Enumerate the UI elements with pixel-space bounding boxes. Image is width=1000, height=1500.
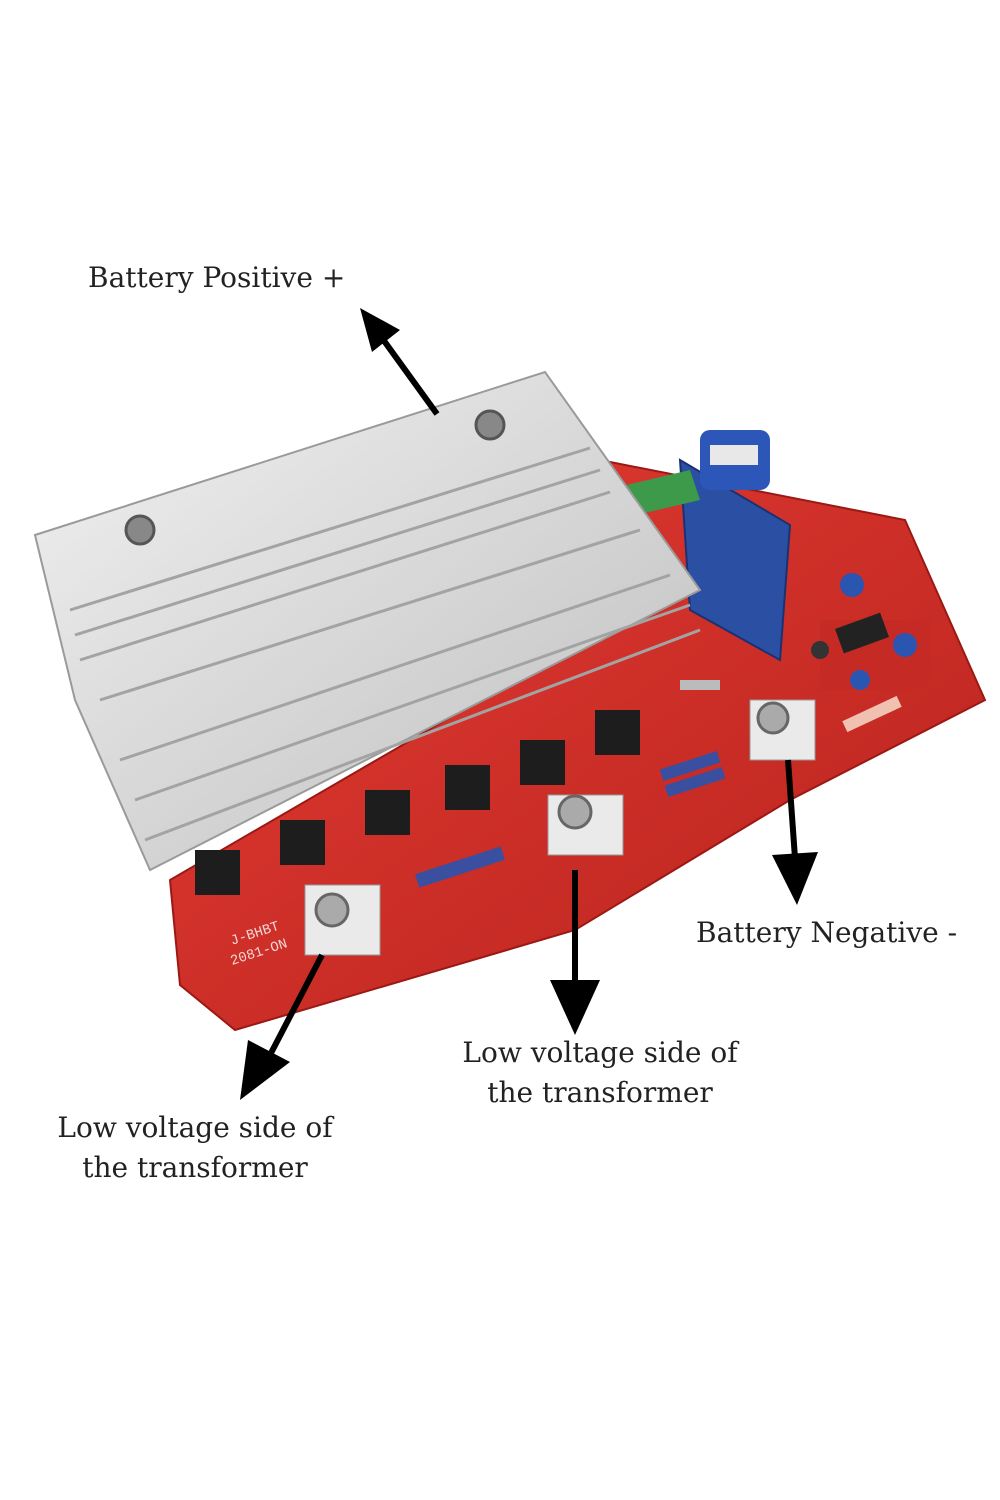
label-low-voltage-left-line2: the transformer xyxy=(82,1151,308,1184)
mosfet-row xyxy=(195,710,640,895)
arrow-battery-positive xyxy=(360,308,440,416)
arrow-low-voltage-center xyxy=(550,870,600,1035)
aluminum-heatsink xyxy=(33,370,702,872)
label-low-voltage-center: Low voltage side of the transformer xyxy=(440,1033,760,1113)
control-circuit xyxy=(811,573,930,733)
heatsink-fins xyxy=(69,446,701,842)
heatsink-screw-left xyxy=(124,514,156,546)
label-battery-positive: Battery Positive + xyxy=(88,261,346,294)
label-battery-negative: Battery Negative - xyxy=(696,916,958,949)
label-low-voltage-left-line1: Low voltage side of xyxy=(57,1111,333,1144)
label-low-voltage-left: Low voltage side of the transformer xyxy=(30,1108,360,1188)
terminal-right xyxy=(749,699,816,761)
blue-driver-module xyxy=(678,458,792,662)
heatsink-screw-right xyxy=(474,409,506,441)
terminal-center xyxy=(547,794,624,856)
resistor-bank xyxy=(415,680,726,888)
label-low-voltage-center-line2: the transformer xyxy=(487,1076,713,1109)
arrow-battery-negative xyxy=(772,759,818,905)
terminal-left xyxy=(304,884,381,956)
label-low-voltage-center-line1: Low voltage side of xyxy=(462,1036,738,1069)
arrow-low-voltage-left xyxy=(240,953,325,1100)
